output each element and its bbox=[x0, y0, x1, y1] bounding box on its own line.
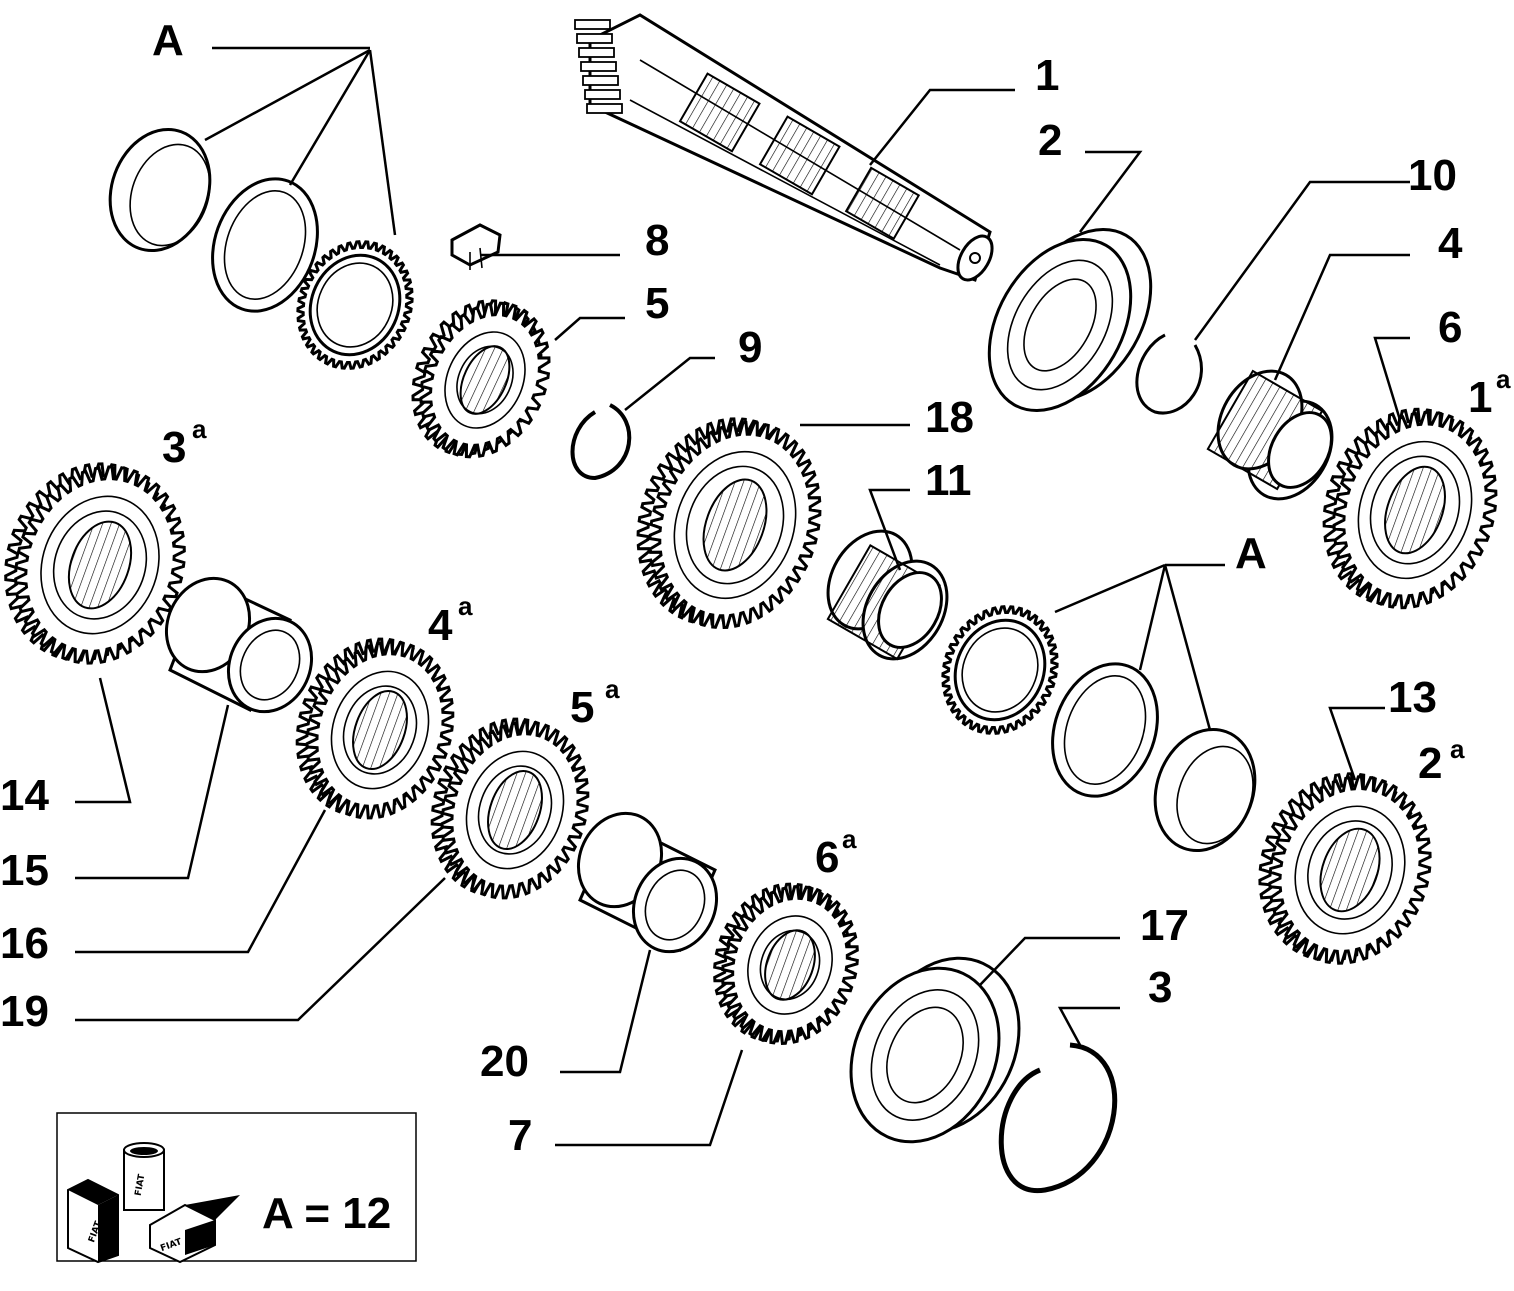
callout-10: 10 bbox=[1408, 151, 1457, 200]
circlip-10 bbox=[1135, 333, 1203, 415]
callout-14: 14 bbox=[0, 771, 49, 820]
circlip-3 bbox=[998, 1042, 1118, 1193]
synchro-ring-cup-a bbox=[1153, 727, 1257, 853]
callout-labels: A 1 2 10 4 6 1 a 8 5 9 18 11 A 3 a 4 a 5… bbox=[0, 16, 1511, 1160]
callout-20: 20 bbox=[480, 1037, 529, 1086]
snap-ring-9 bbox=[570, 403, 632, 481]
gear-label-fifth: 5 bbox=[570, 683, 594, 732]
synchro-sleeve-18 bbox=[636, 417, 822, 630]
callout-2: 2 bbox=[1038, 116, 1062, 165]
gear-sixth bbox=[713, 882, 859, 1045]
callout-3: 3 bbox=[1148, 963, 1172, 1012]
callout-16: 16 bbox=[0, 919, 49, 968]
callout-8: 8 bbox=[645, 216, 669, 265]
gear-third bbox=[4, 462, 186, 665]
callout-17: 17 bbox=[1140, 901, 1189, 950]
callout-11: 11 bbox=[925, 456, 972, 505]
gear-label-first: 1 bbox=[1468, 373, 1492, 422]
legend-brand-can: FIAT bbox=[134, 1173, 148, 1197]
gear-sup-first: a bbox=[1496, 364, 1511, 394]
callout-18: 18 bbox=[925, 393, 974, 442]
bushing-15 bbox=[164, 576, 314, 714]
callout-15: 15 bbox=[0, 846, 49, 895]
callout-6: 6 bbox=[1438, 303, 1462, 352]
gear-fourth bbox=[295, 637, 455, 820]
gear-sup-fourth: a bbox=[458, 591, 473, 621]
gear-label-sixth: 6 bbox=[815, 833, 839, 882]
callout-19: 19 bbox=[0, 987, 49, 1036]
key-8 bbox=[450, 223, 502, 270]
fiat-parts-kit-icon: FIAT FIAT FIAT bbox=[67, 1142, 240, 1264]
synchro-ring-cone-a bbox=[1051, 662, 1159, 798]
callout-4: 4 bbox=[1438, 219, 1463, 268]
bearing-17 bbox=[849, 956, 1021, 1144]
synchro-ring-toothed-a bbox=[941, 605, 1059, 735]
gear-label-third: 3 bbox=[162, 423, 186, 472]
synchro-ring-middle-a bbox=[211, 177, 319, 313]
synchro-ring-outer-a bbox=[108, 127, 212, 253]
callout-5: 5 bbox=[645, 279, 669, 328]
legend-box: FIAT FIAT FIAT A = 12 bbox=[56, 1112, 417, 1264]
needle-cage-4 bbox=[1206, 369, 1334, 501]
callout-13: 13 bbox=[1388, 673, 1437, 722]
callout-7: 7 bbox=[508, 1111, 532, 1160]
gear-sup-third: a bbox=[192, 414, 207, 444]
leader-lines bbox=[75, 46, 1410, 1147]
needle-cage-11 bbox=[826, 529, 949, 661]
synchro-hub-5 bbox=[411, 299, 551, 459]
main-shaft bbox=[574, 13, 994, 282]
callout-1: 1 bbox=[1035, 51, 1059, 100]
gear-sup-fifth: a bbox=[605, 674, 620, 704]
callout-a-top: A bbox=[152, 16, 184, 65]
bushing-20 bbox=[576, 811, 719, 954]
gear-label-fourth: 4 bbox=[428, 601, 453, 650]
gear-fifth bbox=[430, 717, 590, 900]
synchro-ring-inner-a bbox=[296, 240, 414, 370]
legend-quantity-text: A = 12 bbox=[262, 1189, 391, 1238]
gear-first bbox=[1322, 407, 1498, 610]
bearing-2 bbox=[987, 228, 1153, 412]
callout-9: 9 bbox=[738, 323, 762, 372]
gear-sup-sixth: a bbox=[842, 824, 857, 854]
gear-sup-second: a bbox=[1450, 734, 1465, 764]
gear-label-second: 2 bbox=[1418, 739, 1442, 788]
callout-a-mid: A bbox=[1235, 529, 1267, 578]
gear-second bbox=[1258, 772, 1432, 965]
